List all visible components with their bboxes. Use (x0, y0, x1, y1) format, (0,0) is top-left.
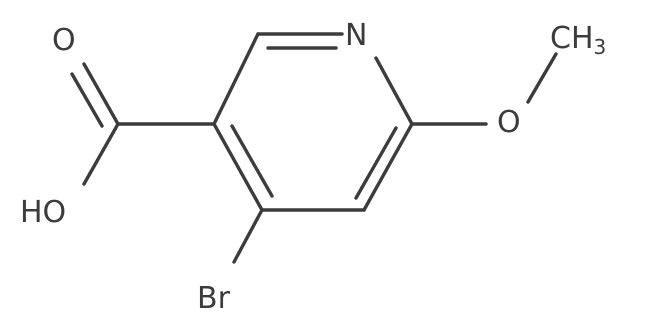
bond-cooh-co-inner (70, 72, 104, 128)
substituent-bonds (70, 52, 558, 264)
atom-nitrogen-label: N (345, 18, 367, 53)
bond-c4-c3-inner (230, 124, 274, 198)
bond-c4-c3 (212, 122, 264, 212)
bond-o-ch3 (526, 52, 558, 104)
atom-hydroxyl-label: HO (20, 195, 66, 230)
atom-methyl-label: CH3 (550, 21, 606, 59)
bond-cooh-co (82, 62, 120, 126)
bond-cooh-oh (82, 122, 120, 186)
pyridine-ring (212, 32, 414, 212)
bond-c6-c5 (362, 122, 414, 212)
atom-methoxy-oxygen-label: O (497, 105, 521, 140)
bond-c6-c5-inner (354, 126, 398, 200)
bond-n-c6 (374, 56, 414, 126)
bond-c4-br (232, 208, 264, 264)
atom-carbonyl-oxygen-label: O (52, 23, 76, 58)
bond-c3-c2 (212, 32, 260, 126)
atom-bromine-label: Br (197, 281, 231, 316)
atom-labels: N O CH3 O HO Br (20, 18, 606, 316)
